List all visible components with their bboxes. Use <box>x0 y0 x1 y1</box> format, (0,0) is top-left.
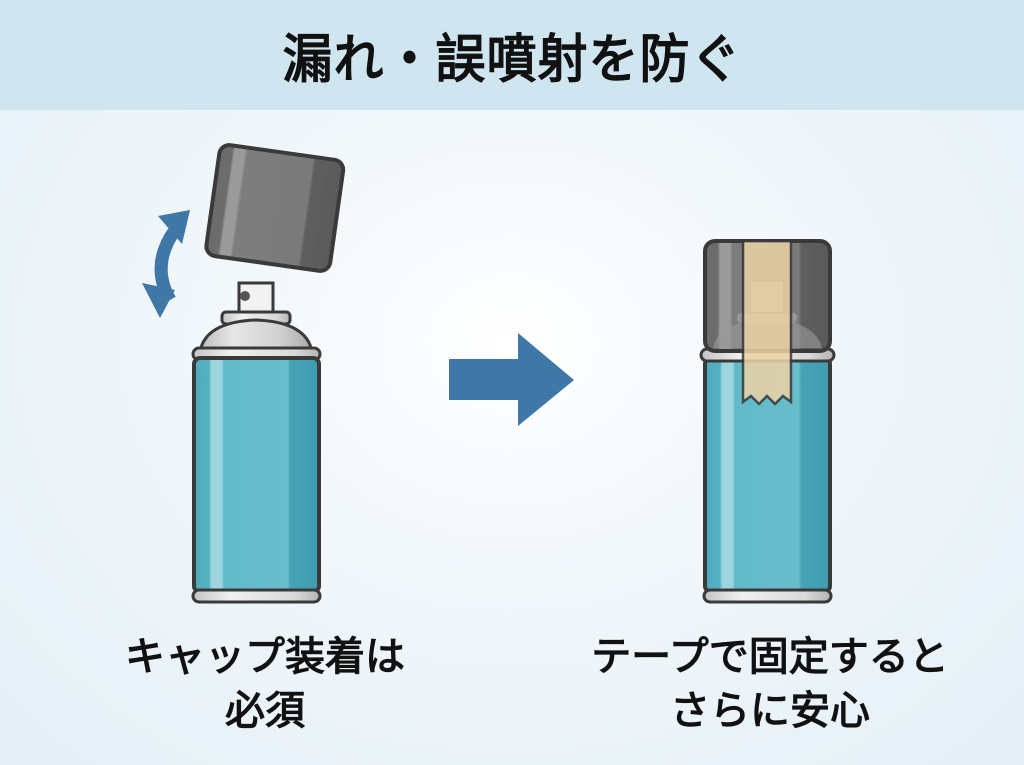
left-illustration <box>142 143 346 604</box>
right-arrow-icon <box>449 333 574 426</box>
right-illustration <box>699 239 836 604</box>
diagram-stage: キャップ装着は 必須 テープで固定すると さらに安心 <box>0 110 1024 765</box>
caption-right: テープで固定すると さらに安心 <box>560 630 980 738</box>
page-title: 漏れ・誤噴射を防ぐ <box>282 28 742 90</box>
nozzle-icon <box>237 281 275 315</box>
tape-icon <box>741 239 793 406</box>
caption-right-line-2: さらに安心 <box>670 688 870 734</box>
caption-left-line-2: 必須 <box>225 688 305 734</box>
spray-can-icon <box>191 310 322 604</box>
caption-left-line-1: キャップ装着は <box>125 634 405 680</box>
cap-icon <box>204 143 346 273</box>
caption-left: キャップ装着は 必須 <box>90 630 440 738</box>
title-banner: 漏れ・誤噴射を防ぐ <box>0 0 1024 110</box>
caption-right-line-1: テープで固定すると <box>591 634 949 680</box>
spray-can-icon <box>699 347 836 604</box>
rotate-arrow-icon <box>142 210 190 318</box>
